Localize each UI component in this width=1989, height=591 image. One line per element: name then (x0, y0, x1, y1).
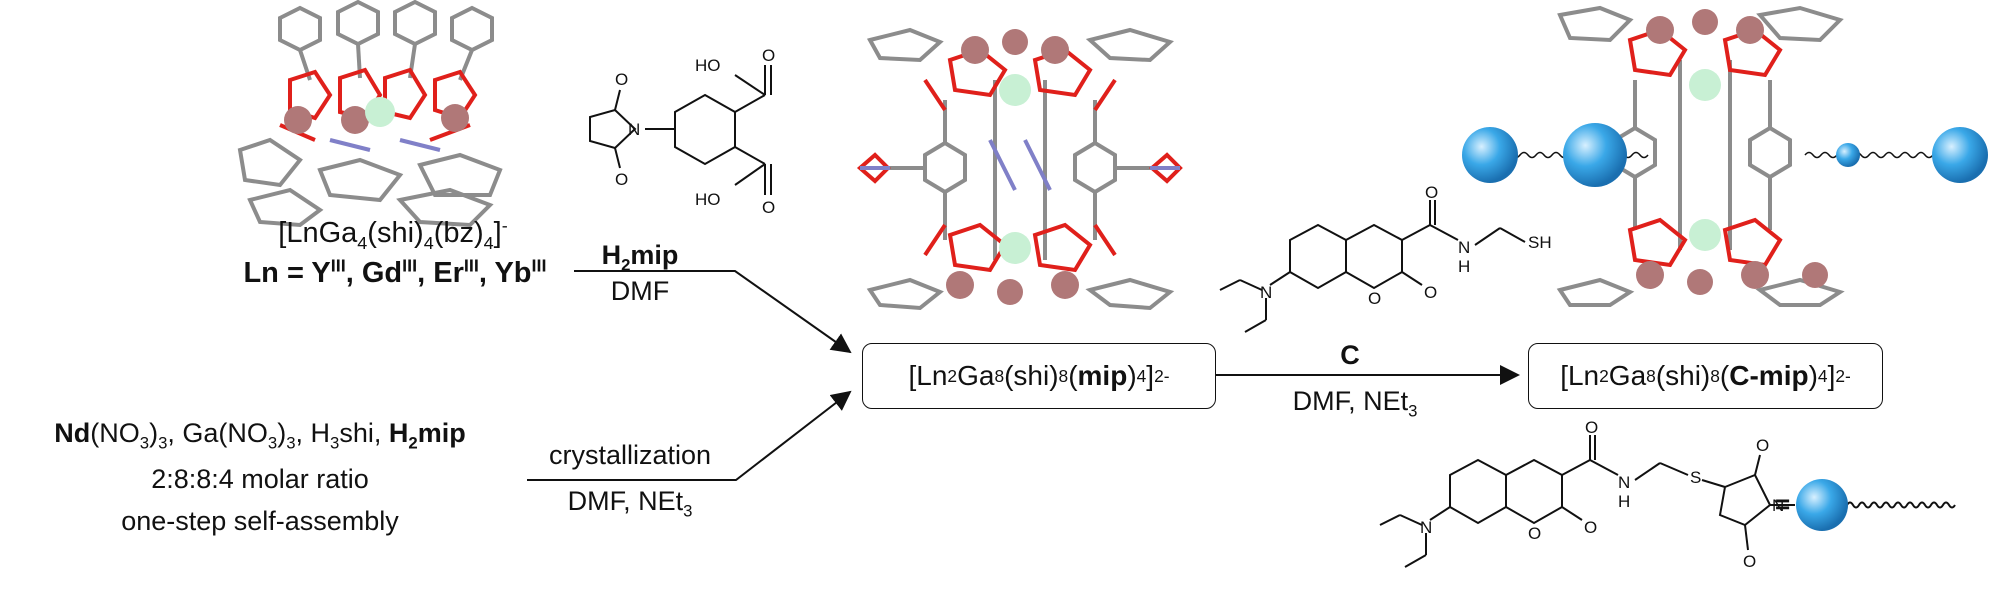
svg-text:O: O (1368, 289, 1381, 308)
svg-text:O: O (1584, 518, 1597, 537)
svg-text:O: O (762, 198, 775, 217)
svg-text:O: O (615, 70, 628, 89)
svg-text:O: O (1743, 552, 1756, 571)
svg-text:N: N (1260, 283, 1272, 302)
svg-text:HO: HO (695, 56, 721, 75)
h2mip-structure-icon: HO HO O O N O O (589, 46, 775, 217)
svg-text:O: O (1528, 524, 1541, 543)
one-step-ratio: 2:8:8:4 molar ratio (151, 464, 369, 494)
svg-text:N: N (1458, 238, 1470, 257)
coumarin-maleimide-structure-icon: O N H S O O N O O N = (1379, 418, 1956, 571)
one-step-description: one-step self-assembly (121, 506, 399, 536)
crystal-structure-2-icon (856, 27, 1183, 311)
svg-text:O: O (762, 46, 775, 65)
svg-text:H: H (1458, 257, 1470, 276)
svg-text:N: N (1618, 473, 1630, 492)
one-step-reagents: Nd(NO3)3, Ga(NO3)3, H3shi, H2mip (54, 418, 466, 453)
svg-text:N: N (1772, 496, 1784, 515)
step2-solvent-label: DMF, NEt3 (1292, 386, 1418, 421)
coumarin-reagent-label: C (1340, 340, 1360, 370)
svg-text:SH: SH (1528, 233, 1552, 252)
h2mip-reagent-label: H2mip (601, 240, 679, 275)
coumarin-thiol-structure-icon: O N H SH O O N (1219, 183, 1552, 333)
svg-text:HO: HO (695, 190, 721, 209)
svg-text:N: N (628, 120, 640, 139)
svg-text:N: N (1420, 518, 1432, 537)
svg-text:O: O (615, 170, 628, 189)
svg-text:O: O (1424, 283, 1437, 302)
svg-text:O: O (1585, 418, 1598, 437)
crystallization-label: crystallization (548, 440, 712, 470)
step1-solvent-label: DMF (610, 276, 670, 306)
sphere-icon (1796, 479, 1848, 531)
complex1-formula: [LnGa4(shi)4(bz)4]- (278, 215, 508, 253)
svg-text:S: S (1690, 468, 1701, 487)
svg-text:H: H (1618, 492, 1630, 511)
svg-text:=: = (1775, 489, 1790, 519)
svg-text:O: O (1756, 436, 1769, 455)
complex1-ln-list: Ln = YIII, GdIII, ErIII, YbIII (243, 255, 547, 289)
crystal-structure-1-icon (237, 0, 503, 228)
crystal-structure-3-icon (1462, 5, 1988, 307)
svg-text:O: O (1425, 183, 1438, 202)
step-solvent-label: DMF, NEt3 (567, 486, 693, 521)
